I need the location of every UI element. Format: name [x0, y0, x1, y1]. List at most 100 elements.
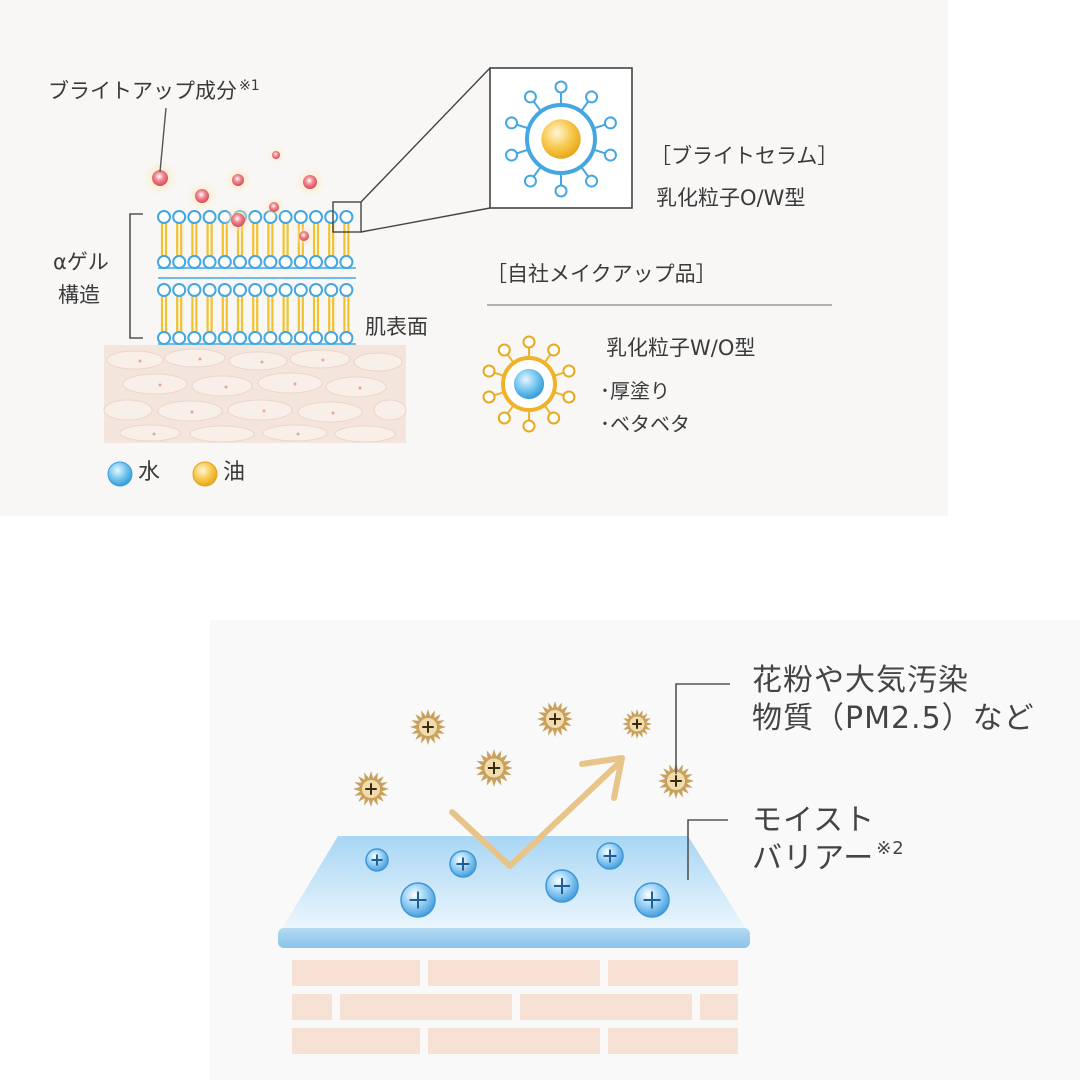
emulsifier-head [522, 419, 536, 433]
lipid-head [263, 283, 278, 297]
lipid-head [293, 283, 308, 297]
alpha-gel-label-2: 構造 [58, 283, 100, 307]
lipid-head [339, 210, 354, 224]
emulsifier-head [603, 148, 617, 162]
makeup-title: ［自社メイクアップ品］ [486, 262, 717, 286]
bright-particle [269, 202, 279, 212]
bright-particle [303, 175, 317, 189]
zoom-selection-box [332, 201, 362, 233]
emulsifier-head [505, 116, 519, 130]
emulsifier-head [554, 184, 568, 198]
particle-core [513, 368, 545, 400]
barrier-label-2: バリアー※2 [752, 840, 905, 876]
lipid-head [187, 331, 202, 345]
alpha-gel-layers [157, 210, 356, 345]
lipid-head [324, 255, 339, 269]
lipid-head [157, 255, 171, 269]
pollen-particles [353, 701, 694, 807]
water-legend-icon [107, 461, 133, 487]
lipid-head [202, 210, 217, 224]
oil-legend-label: 油 [223, 460, 246, 485]
lipid-head [324, 283, 339, 297]
lipid-head [324, 331, 339, 345]
lipid-head [202, 331, 217, 345]
oil-legend-icon [192, 461, 218, 487]
emulsifier-head [522, 335, 536, 349]
lipid-head [263, 255, 278, 269]
makeup-point-1: ･厚塗り [600, 379, 670, 403]
lipid-head [187, 210, 202, 224]
emulsifier-head [497, 343, 511, 357]
barrier-label-1: モイスト [752, 803, 876, 838]
lipid-head [172, 210, 187, 224]
barrier-leader-line [687, 819, 728, 880]
lipid-head [172, 331, 187, 345]
lipid-head [278, 331, 293, 345]
bright-leader-line [159, 107, 167, 173]
bright-particle [231, 213, 245, 227]
particle-core [541, 119, 581, 159]
pollen-leader-line [675, 683, 730, 774]
lipid-head [293, 210, 308, 224]
lipid-head [278, 255, 293, 269]
lipid-head [202, 255, 217, 269]
lipid-head [157, 210, 171, 224]
note1-mark: ※1 [239, 78, 260, 94]
skin-cells [103, 345, 407, 443]
emulsifier-head [562, 390, 576, 404]
lipid-head [172, 255, 187, 269]
emulsifier-head [497, 411, 511, 425]
bright-particle [152, 170, 168, 186]
bright-ingredient-text: ブライトアップ成分 [48, 79, 237, 103]
moist-barrier-layer [278, 836, 750, 948]
emulsifier-head [585, 174, 599, 188]
bright-up-particles [142, 146, 326, 247]
lipid-head [339, 283, 354, 297]
serum-title: ［ブライトセラム］ [650, 144, 839, 168]
lipid-head [157, 331, 171, 345]
emulsifier-head [482, 364, 496, 378]
barrier-plus-particles [365, 842, 670, 918]
lipid-head [324, 210, 339, 224]
lipid-head [157, 283, 171, 297]
lipid-head [278, 210, 293, 224]
emulsifier-head [603, 116, 617, 130]
alpha-gel-label-1: αゲル [53, 250, 109, 274]
lipid-head [217, 283, 232, 297]
bright-particle [195, 189, 209, 203]
lipid-head [233, 283, 247, 297]
lipid-head [309, 210, 323, 224]
emulsifier-head [505, 148, 519, 162]
lipid-head [172, 283, 187, 297]
lipid-head [217, 331, 232, 345]
gel-bracket [129, 213, 143, 339]
lipid-head [248, 283, 263, 297]
deflect-arrow [449, 755, 625, 869]
emulsifier-head [562, 364, 576, 378]
bright-particle [272, 151, 280, 159]
skin-brick-wall [292, 960, 738, 1054]
barrier-label-2-text: バリアー [752, 841, 875, 876]
bright-particle [232, 174, 244, 186]
lipid-head [217, 255, 232, 269]
emulsifier-head [523, 174, 537, 188]
lipid-head [248, 255, 263, 269]
lipid-head [263, 331, 278, 345]
emulsifier-head [482, 390, 496, 404]
lipid-head [309, 331, 323, 345]
bright-particle [299, 231, 309, 241]
zoom-line-top [360, 67, 491, 203]
skin-surface-label: 肌表面 [365, 315, 428, 339]
lipid-head [202, 283, 217, 297]
emulsifier-head [554, 80, 568, 94]
emulsifier-head [585, 90, 599, 104]
lipid-head [339, 255, 354, 269]
emulsifier-head [523, 90, 537, 104]
lipid-head [187, 255, 202, 269]
zoom-line-bottom [360, 207, 491, 233]
makeup-type: 乳化粒子W/O型 [606, 336, 756, 360]
lipid-head [278, 283, 293, 297]
pollen-label-2: 物質（PM2.5）など [752, 701, 1035, 736]
lipid-head [248, 331, 263, 345]
pollen-label-1: 花粉や大気汚染 [752, 663, 969, 698]
